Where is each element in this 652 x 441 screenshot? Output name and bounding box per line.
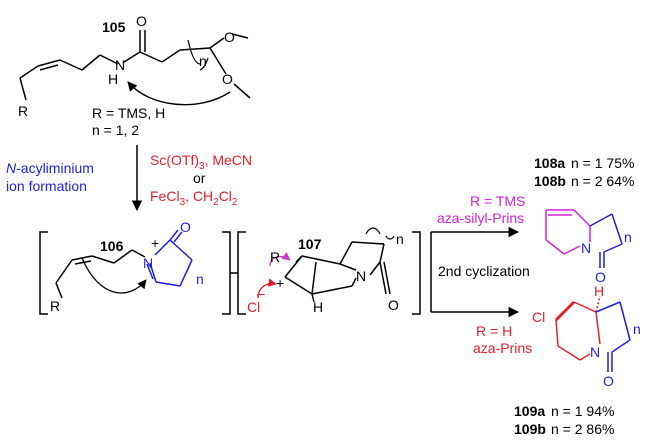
atom-r: R [18, 103, 28, 119]
n-definition: n = 1, 2 [92, 122, 139, 138]
compound-label-109b: 109b [514, 421, 546, 437]
charge-plus: + [151, 235, 159, 251]
yield-109a: n = 1 94% [551, 403, 614, 419]
condition-iron: FeCl3, CH2Cl2 [150, 188, 238, 208]
product-108 [545, 209, 623, 268]
curved-arrow-red [257, 278, 277, 299]
atom-r: R [270, 249, 280, 265]
subscript-n: n [624, 229, 632, 245]
atom-r: R [50, 298, 60, 314]
charge-plus: + [276, 275, 284, 291]
compound-label-108a: 108a [534, 155, 565, 171]
step1-label-line1: N-acyliminium [6, 160, 94, 176]
atom-h: H [594, 283, 604, 299]
branch-top-reaction: aza-silyl-Prins [437, 210, 524, 226]
compound-label-107: 107 [298, 236, 322, 252]
compound-label-106: 106 [100, 238, 124, 254]
r-definition: R = TMS, H [92, 105, 165, 121]
atom-cl: Cl [532, 309, 545, 325]
atom-o: O [222, 71, 233, 87]
yield-108a: n = 1 75% [571, 155, 634, 171]
subscript-n: n [396, 231, 404, 247]
curved-arrow-magenta [269, 252, 291, 267]
compound-label-105: 105 [102, 19, 126, 35]
subscript-n: n [196, 271, 204, 287]
atom-o: O [136, 13, 147, 29]
product-109 [554, 295, 631, 372]
condition-or: or [193, 170, 206, 186]
step1-label-line2: ion formation [6, 178, 87, 194]
subscript-n: n [199, 53, 207, 69]
atom-h: H [108, 71, 118, 87]
atom-o: O [595, 269, 606, 285]
atom-o: O [603, 373, 614, 389]
branch-arrows [430, 226, 520, 318]
compound-105 [19, 30, 251, 106]
atom-n: N [115, 57, 125, 73]
charge-minus: – [257, 285, 265, 301]
compound-label-108b: 108b [534, 173, 566, 189]
branch-bottom-condition: R = H [476, 323, 512, 339]
atom-n: N [581, 240, 591, 256]
branch-middle-label: 2nd cyclization [438, 263, 530, 279]
atom-o: O [180, 219, 191, 235]
chloride: Cl [247, 299, 260, 315]
compound-label-109a: 109a [514, 403, 545, 419]
yield-108b: n = 2 64% [571, 173, 634, 189]
intermediate-107 [284, 227, 395, 303]
atom-n: N [590, 344, 600, 360]
branch-top-condition: R = TMS [470, 193, 525, 209]
atom-h: H [313, 299, 323, 315]
atom-n: N [356, 268, 366, 284]
intermediate-106 [55, 229, 193, 299]
branch-bottom-reaction: aza-Prins [473, 340, 532, 356]
yield-109b: n = 2 86% [551, 421, 614, 437]
subscript-n: n [633, 321, 641, 337]
atom-n: N [143, 255, 153, 271]
atom-o: O [224, 29, 235, 45]
condition-scandium: Sc(OTf)3, MeCN [150, 152, 252, 172]
atom-o: O [388, 297, 399, 313]
brackets [39, 231, 421, 315]
